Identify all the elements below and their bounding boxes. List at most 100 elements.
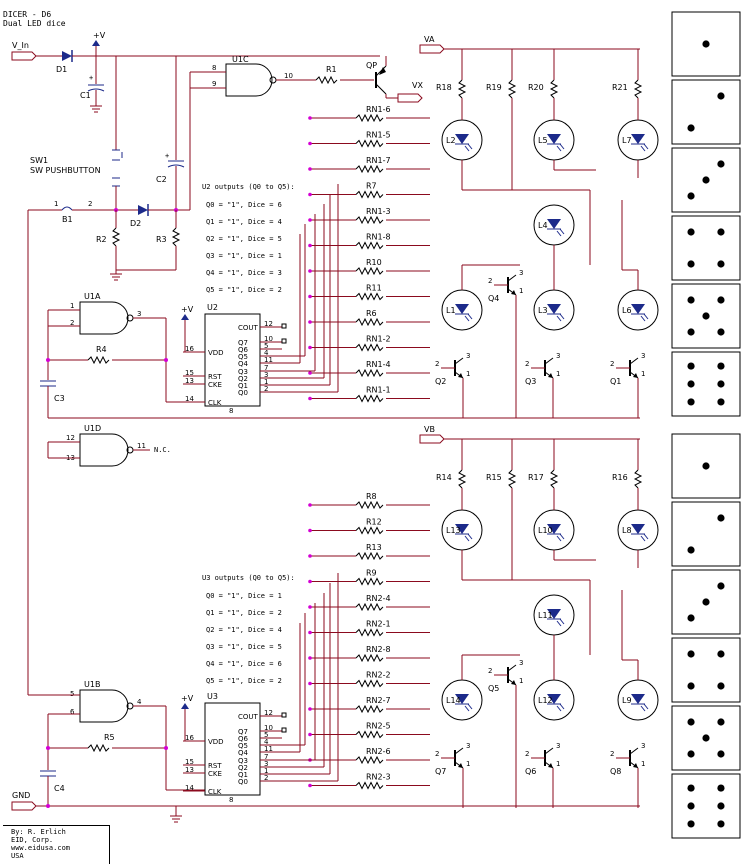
resistor: R7 xyxy=(308,182,430,199)
resistor-label: RN1-6 xyxy=(366,105,391,114)
credit-line: EID, Corp. xyxy=(11,836,54,844)
svg-text:2: 2 xyxy=(435,360,439,368)
svg-text:5: 5 xyxy=(264,342,268,350)
led-label: L2 xyxy=(446,136,456,145)
die-face xyxy=(671,569,741,635)
svg-text:1: 1 xyxy=(641,760,645,768)
svg-text:2: 2 xyxy=(88,200,92,208)
svg-text:VDD: VDD xyxy=(208,738,224,746)
svg-text:8: 8 xyxy=(212,64,216,72)
transistor-label: Q2 xyxy=(435,377,446,386)
led: L11 xyxy=(533,594,575,636)
svg-text:CKE: CKE xyxy=(208,381,222,389)
gate-u1b xyxy=(79,689,134,723)
nc-label: N.C. xyxy=(154,446,171,454)
u3-output-line: Q3 = "1", Dice = 5 xyxy=(206,643,282,651)
u2-output-line: Q0 = "1", Dice = 6 xyxy=(206,201,282,209)
qp-label: QP xyxy=(366,61,377,70)
u3-output-line: Q4 = "1", Dice = 6 xyxy=(206,660,282,668)
resistor-label: RN2-7 xyxy=(366,696,391,705)
gate-u1c xyxy=(225,63,277,97)
vplus-label-1: +V xyxy=(93,31,106,40)
gnd-label: GND xyxy=(12,791,30,800)
die-face xyxy=(671,773,741,839)
transistor-label: Q3 xyxy=(525,377,536,386)
die-face xyxy=(671,11,741,77)
svg-text:Q5: Q5 xyxy=(238,353,248,361)
resistor: R10 xyxy=(308,258,430,276)
die-face xyxy=(671,79,741,145)
resistor: RN2-1 xyxy=(308,620,430,637)
svg-text:11: 11 xyxy=(137,442,146,450)
vx-label: VX xyxy=(412,81,423,90)
resistor-label: RN2-4 xyxy=(366,594,391,603)
resistor: RN1-1 xyxy=(308,386,430,403)
svg-text:Q7: Q7 xyxy=(238,339,248,347)
led: L1 xyxy=(441,289,483,331)
svg-text:9: 9 xyxy=(212,80,216,88)
svg-text:15: 15 xyxy=(185,369,194,377)
resistor: R9 xyxy=(308,569,430,586)
r1-label: R1 xyxy=(326,65,337,74)
svg-text:3: 3 xyxy=(519,659,523,667)
resistor-label: RN1-4 xyxy=(366,360,391,369)
svg-text:2: 2 xyxy=(525,750,529,758)
svg-text:14: 14 xyxy=(185,395,194,403)
resistor: R8 xyxy=(308,492,430,510)
led-label: L12 xyxy=(538,696,553,705)
pullup-resistor-label: R17 xyxy=(528,473,544,482)
svg-text:+: + xyxy=(89,74,93,82)
pullup-resistor-label: R21 xyxy=(612,83,628,92)
r2-label: R2 xyxy=(96,235,107,244)
svg-text:Q1: Q1 xyxy=(238,382,248,390)
svg-text:2: 2 xyxy=(610,360,614,368)
resistor-label: RN1-8 xyxy=(366,233,391,242)
die-face xyxy=(671,215,741,281)
gate-u1d xyxy=(79,433,134,467)
svg-text:+V: +V xyxy=(181,305,194,314)
vin-label: V_In xyxy=(12,41,29,50)
svg-text:VDD: VDD xyxy=(208,349,224,357)
led: L14 xyxy=(441,679,483,721)
pullup-resistor-label: R14 xyxy=(436,473,452,482)
svg-text:1: 1 xyxy=(70,302,74,310)
svg-text:12: 12 xyxy=(66,434,75,442)
svg-text:14: 14 xyxy=(185,784,194,792)
svg-text:Q6: Q6 xyxy=(238,346,249,354)
svg-text:3: 3 xyxy=(641,742,645,750)
svg-text:1: 1 xyxy=(556,370,560,378)
svg-text:8: 8 xyxy=(229,407,233,415)
svg-text:Q2: Q2 xyxy=(238,375,248,383)
c1-label: C1 xyxy=(80,91,91,100)
svg-text:+: + xyxy=(165,152,169,160)
pullup-resistor-label: R19 xyxy=(486,83,502,92)
switch-sw1 xyxy=(112,149,123,187)
die-face xyxy=(671,705,741,771)
counter-label: U3 xyxy=(207,692,218,701)
vb-label: VB xyxy=(424,425,435,434)
transistor-label: Q6 xyxy=(525,767,536,776)
svg-text:COUT: COUT xyxy=(238,324,259,332)
r5-label: R5 xyxy=(104,733,115,742)
transistor-label: Q1 xyxy=(610,377,621,386)
die-face xyxy=(671,637,741,703)
resistor-label: R7 xyxy=(366,182,377,191)
led-label: L3 xyxy=(538,306,548,315)
led-label: L1 xyxy=(446,306,456,315)
svg-text:COUT: COUT xyxy=(238,713,259,721)
svg-text:1: 1 xyxy=(466,760,470,768)
svg-text:3: 3 xyxy=(556,352,560,360)
b1-label: B1 xyxy=(62,215,73,224)
svg-text:7: 7 xyxy=(264,753,268,761)
svg-text:Q7: Q7 xyxy=(238,728,248,736)
svg-text:5: 5 xyxy=(264,731,268,739)
gnd-connector xyxy=(11,801,37,811)
c2-label: C2 xyxy=(156,175,167,184)
u1d-label: U1D xyxy=(84,424,101,433)
